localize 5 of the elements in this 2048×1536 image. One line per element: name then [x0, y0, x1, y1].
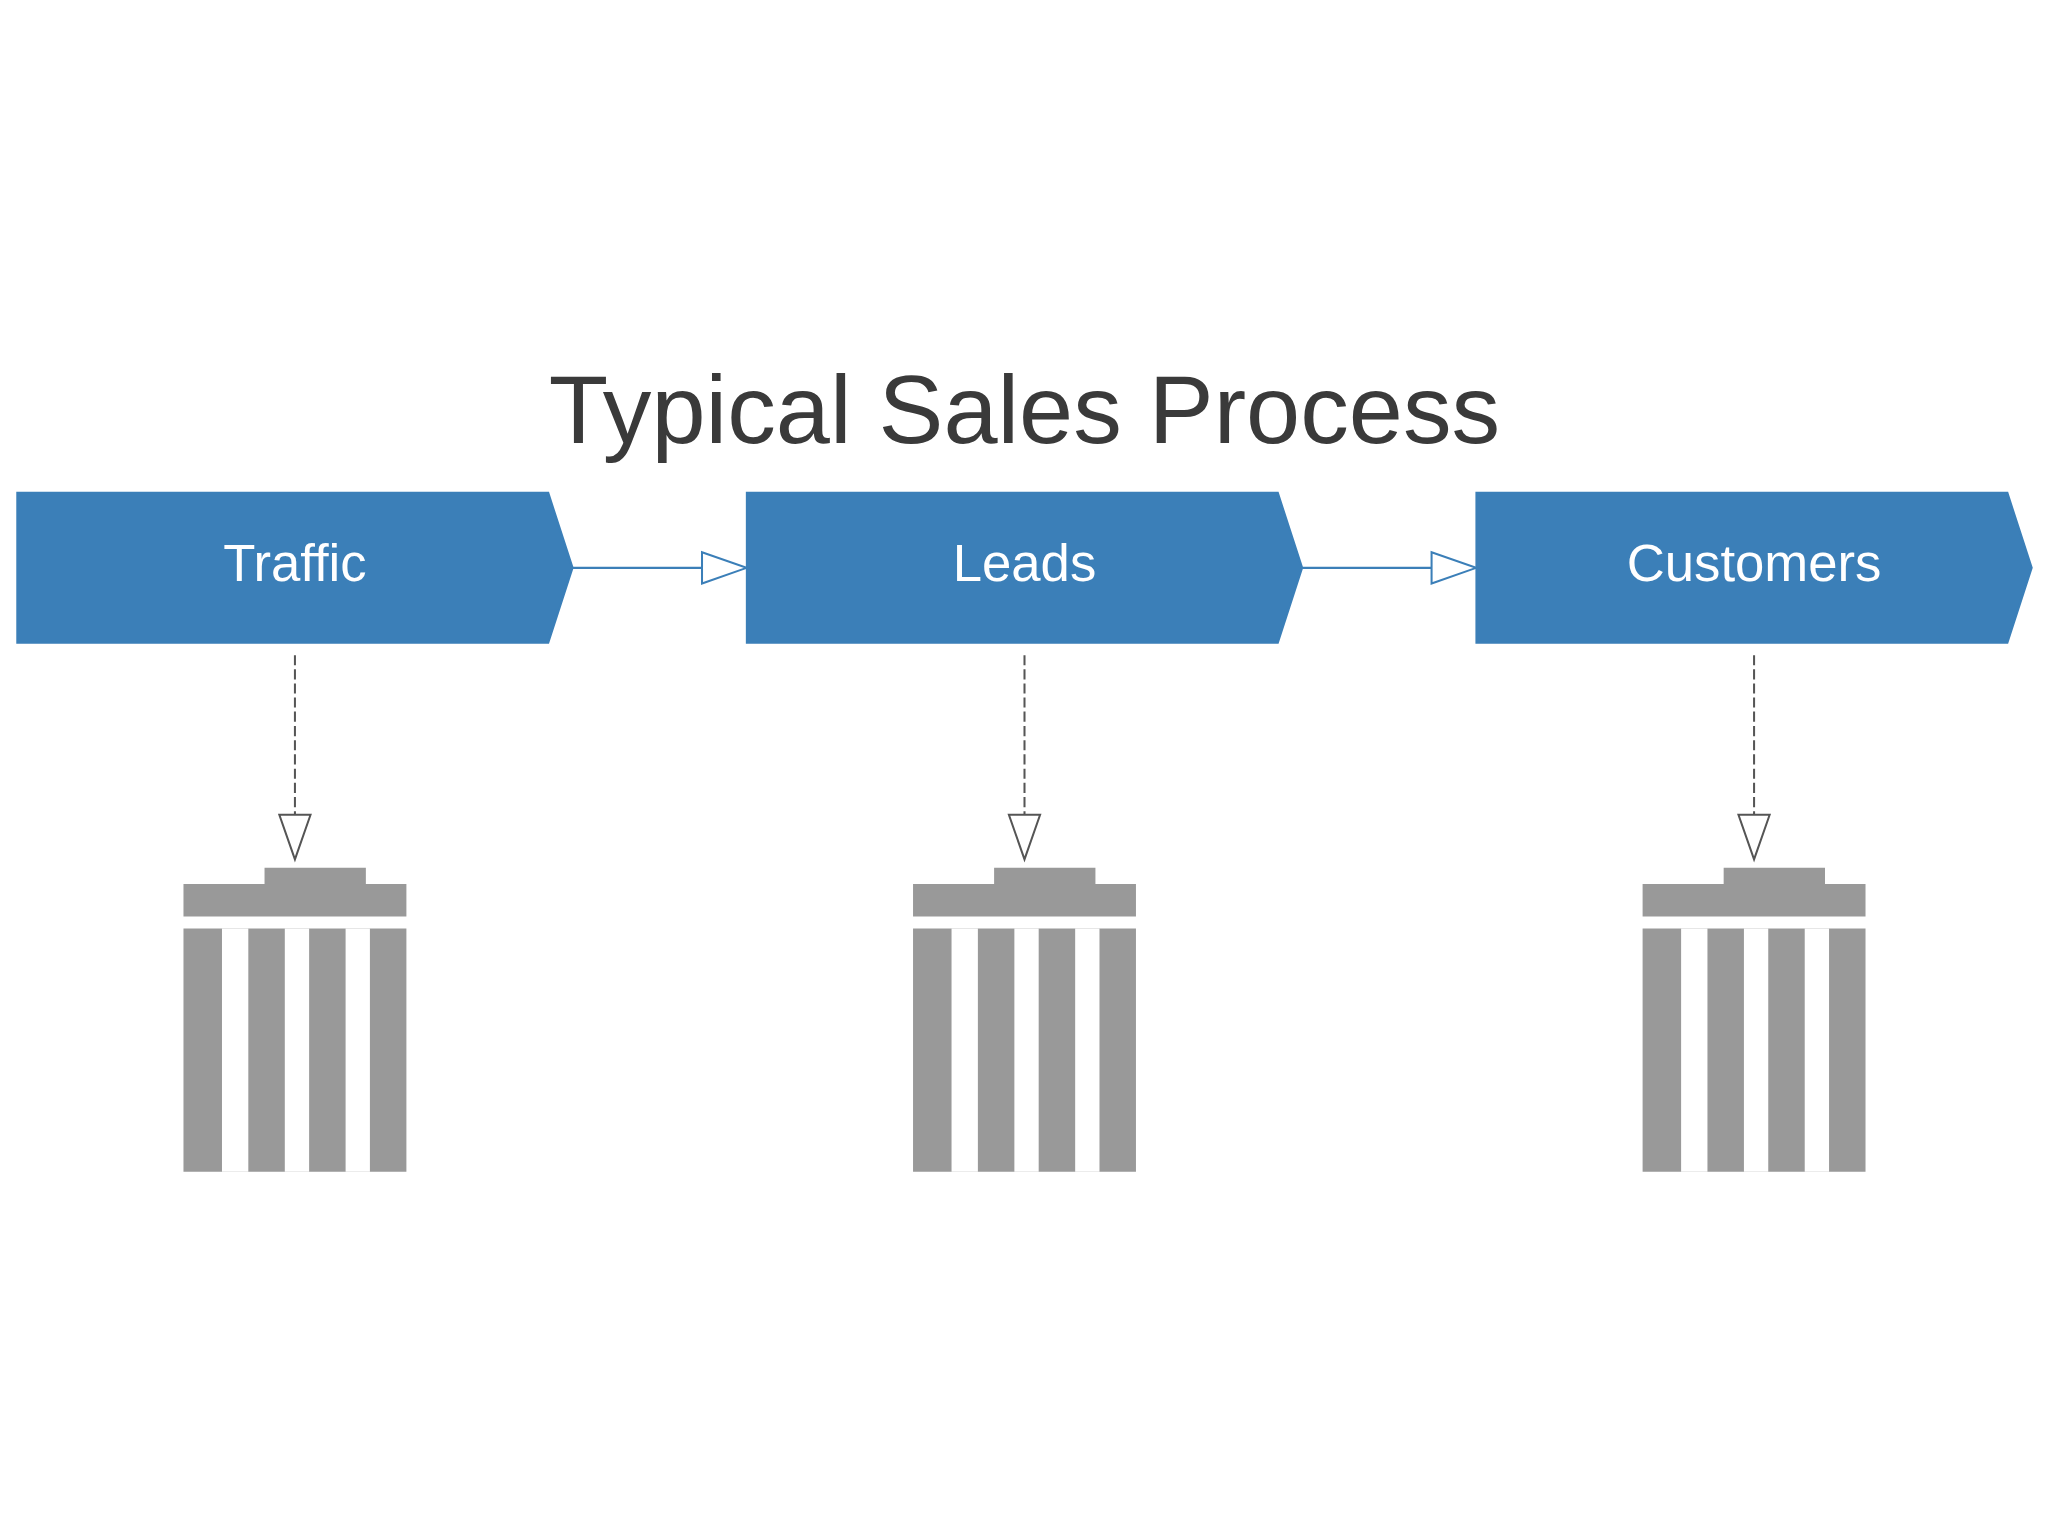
arrow: [277, 654, 312, 862]
arrow: [1301, 550, 1479, 585]
arrow: [1736, 654, 1771, 862]
arrow: [1006, 654, 1042, 862]
diagram-title: Typical Sales Process: [548, 354, 1500, 464]
